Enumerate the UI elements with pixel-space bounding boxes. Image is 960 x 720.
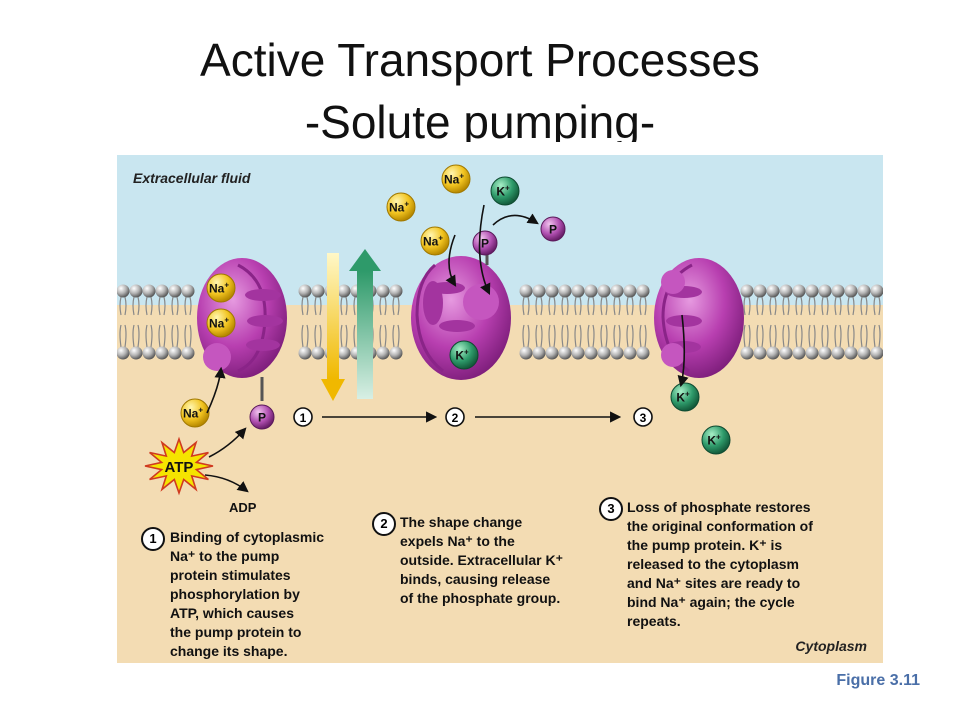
diagram-step-3: 3 xyxy=(640,411,647,425)
cytoplasm-label: Cytoplasm xyxy=(795,638,867,654)
phospholipid-bilayer xyxy=(117,284,883,360)
step-2-number: 2 xyxy=(372,512,396,536)
pump-protein-3 xyxy=(654,258,744,378)
phosphate-group-label: P xyxy=(258,411,266,425)
step-3-description: Loss of phosphate restores the original … xyxy=(627,499,813,629)
sodium-ion: Na+ xyxy=(206,273,236,303)
diagram-step-2: 2 xyxy=(452,411,459,425)
extracellular-fluid-label: Extracellular fluid xyxy=(133,170,251,186)
phosphate-group: P xyxy=(472,230,498,256)
title-line-1: Active Transport Processes xyxy=(200,34,760,86)
sodium-ion: Na+ xyxy=(441,164,471,194)
step-2-description: The shape change expels Na⁺ to the outsi… xyxy=(400,514,563,606)
potassium-ion: K+ xyxy=(670,382,700,412)
phosphate-group: P xyxy=(540,216,566,242)
potassium-ion: K+ xyxy=(701,425,731,455)
sodium-potassium-pump-diagram: Na+Na+Na+Na+Na+Na+K+K+K+K+PPP ATP ADP 1 … xyxy=(117,155,883,663)
sodium-ion: Na+ xyxy=(386,192,416,222)
step-1-description: Binding of cytoplasmic Na⁺ to the pump p… xyxy=(170,529,325,659)
step-1-number: 1 xyxy=(141,527,165,551)
sodium-ion: Na+ xyxy=(420,226,450,256)
sodium-ion-label: Na+ xyxy=(389,200,409,215)
phosphate-group-label: P xyxy=(549,223,557,237)
sodium-ion-label: Na+ xyxy=(444,172,464,187)
transport-arrows xyxy=(204,204,689,493)
sodium-ion: Na+ xyxy=(206,308,236,338)
sodium-ion-label: Na+ xyxy=(183,406,203,421)
phosphate-group-label: P xyxy=(481,237,489,251)
step-3-number: 3 xyxy=(599,497,623,521)
diagram-step-markers: 1 2 3 xyxy=(293,407,653,427)
atp-starburst: ATP xyxy=(144,436,214,496)
atp-label: ATP xyxy=(165,459,194,476)
diagram-step-1: 1 xyxy=(300,411,307,425)
concentration-gradient-arrows xyxy=(321,249,381,401)
potassium-ion: K+ xyxy=(449,340,479,370)
sodium-ion: Na+ xyxy=(180,398,210,428)
figure-caption: Figure 3.11 xyxy=(836,672,920,689)
phosphate-group: P xyxy=(249,404,275,430)
adp-label: ADP xyxy=(229,500,257,515)
sodium-ion-label: Na+ xyxy=(423,234,443,249)
sodium-ion-label: Na+ xyxy=(209,281,229,296)
potassium-ion: K+ xyxy=(490,176,520,206)
title-line-2: -Solute pumping- xyxy=(304,96,656,142)
sodium-ion-label: Na+ xyxy=(209,316,229,331)
